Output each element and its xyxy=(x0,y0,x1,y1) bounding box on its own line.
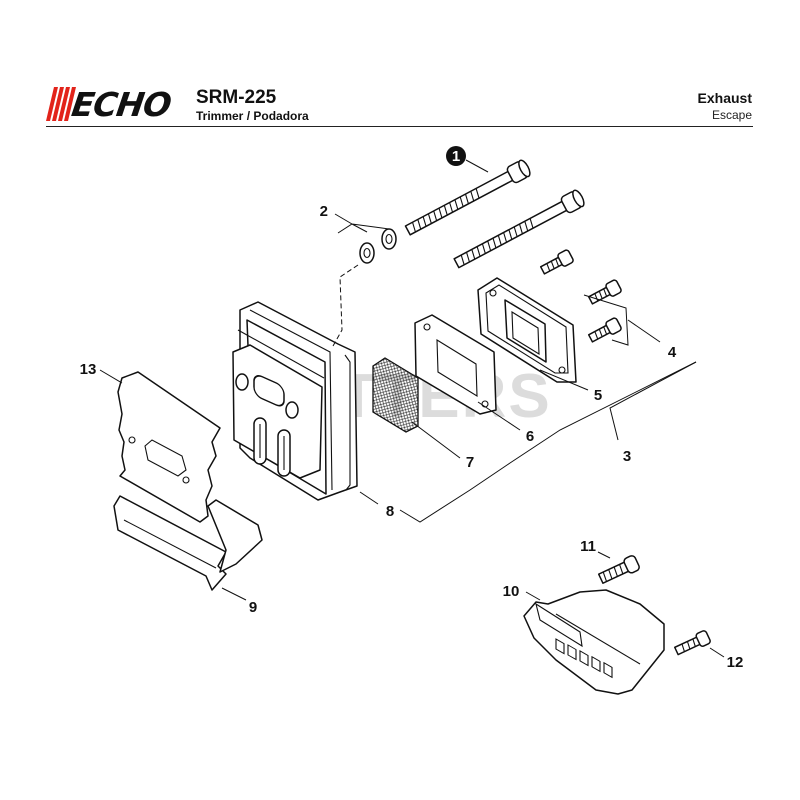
heat-shield-plate-part xyxy=(113,495,263,591)
gasket-part xyxy=(414,314,497,415)
callout-6: 6 xyxy=(526,428,534,445)
callout-2: 2 xyxy=(320,203,328,220)
page-header: ECHO SRM-225 Trimmer / Podadora Exhaust … xyxy=(0,0,800,130)
muffler-guard-part xyxy=(523,589,665,695)
product-type: Trimmer / Podadora xyxy=(196,109,309,123)
screw-part xyxy=(539,249,622,343)
callout-7: 7 xyxy=(466,454,474,471)
section-title: Exhaust xyxy=(697,90,752,106)
section-subtitle: Escape xyxy=(711,108,752,122)
callout-4: 4 xyxy=(668,344,677,361)
leader-lines xyxy=(99,159,725,658)
callout-3: 3 xyxy=(623,448,631,465)
insulator-gasket-part xyxy=(117,371,221,523)
washer-part xyxy=(359,228,397,264)
muffler-cover-plate-part xyxy=(477,277,577,383)
callout-9: 9 xyxy=(249,599,257,616)
callout-12: 12 xyxy=(727,654,744,671)
callout-1-marker xyxy=(446,146,466,166)
callout-8: 8 xyxy=(386,503,394,520)
callout-13: 13 xyxy=(80,361,97,378)
callout-5: 5 xyxy=(594,387,602,404)
callout-10: 10 xyxy=(503,583,520,600)
header-divider xyxy=(46,126,753,127)
bolt-part xyxy=(404,159,585,269)
muffler-body-part xyxy=(232,301,358,501)
model-number: SRM-225 xyxy=(196,87,277,108)
logo-stripes-icon xyxy=(46,87,76,121)
callout-labels: 1 2 3 4 5 6 7 8 9 10 11 12 13 xyxy=(80,146,744,671)
guard-screw-part xyxy=(597,555,711,656)
callout-1: 1 xyxy=(452,148,460,165)
callout-11: 11 xyxy=(580,538,596,555)
echo-logo: ECHO xyxy=(46,85,186,124)
